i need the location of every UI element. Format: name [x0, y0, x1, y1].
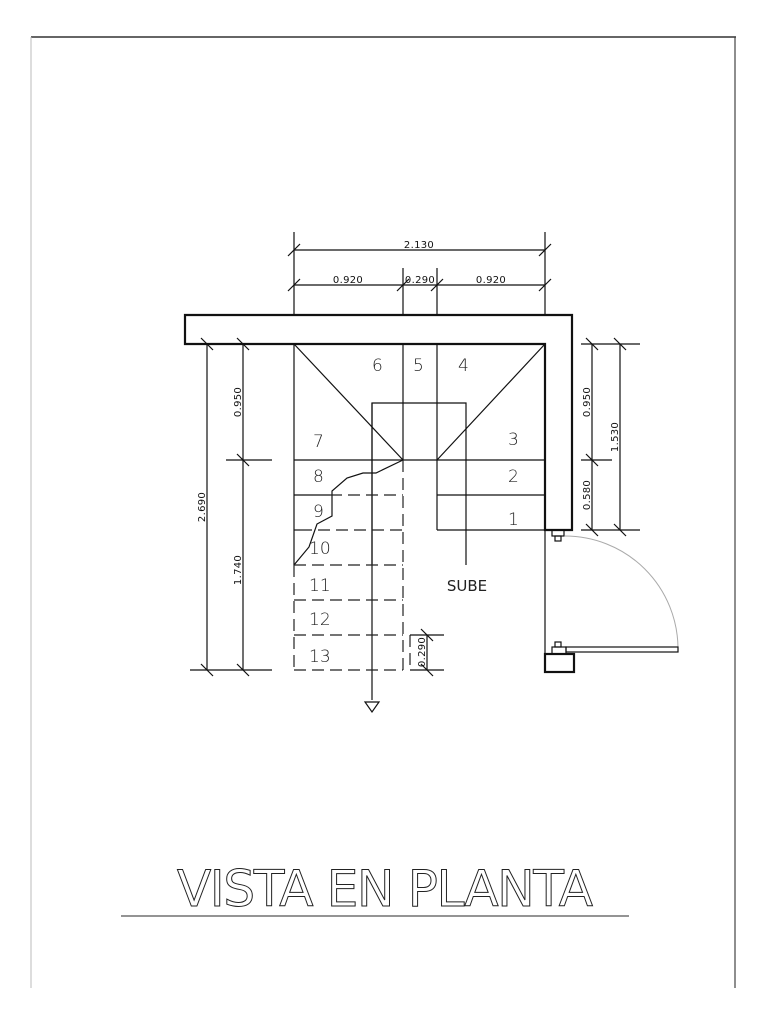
dim-left-total: 2.690 [197, 492, 208, 522]
direction-label: SUBE [447, 577, 487, 595]
dim-left-lower: 1.740 [233, 555, 244, 585]
step-number: 2 [508, 467, 519, 487]
step-number: 7 [313, 432, 324, 452]
dim-top-right: 0.920 [476, 275, 506, 286]
step-number: 8 [313, 467, 324, 487]
lower-flight-dashed [293, 460, 411, 671]
step-number: 4 [458, 356, 469, 376]
dim-top-left: 0.920 [333, 275, 363, 286]
step-number: 13 [309, 647, 331, 667]
dimension-lines [190, 232, 640, 677]
dim-right-upper: 0.950 [582, 387, 593, 417]
sheet-frame [30, 36, 736, 988]
dim-right-total: 1.530 [610, 422, 621, 452]
step-number: 9 [313, 502, 324, 522]
step-number: 11 [309, 576, 331, 596]
drawing-title: VISTA EN PLANTA [177, 860, 597, 918]
step-number: 6 [372, 356, 383, 376]
step-number: 5 [413, 356, 424, 376]
door-symbol [543, 529, 679, 674]
step-number: 12 [309, 610, 331, 630]
dim-top-mid: 0.290 [405, 275, 435, 286]
dim-top-total: 2.130 [404, 240, 434, 251]
stair-outline [293, 343, 546, 714]
dim-right-lower: 0.580 [582, 480, 593, 510]
step-number: 10 [309, 539, 331, 559]
step-number: 3 [508, 430, 519, 450]
dim-tread-depth: 0.290 [417, 637, 428, 667]
step-number: 1 [508, 510, 519, 530]
dim-left-upper: 0.950 [233, 387, 244, 417]
